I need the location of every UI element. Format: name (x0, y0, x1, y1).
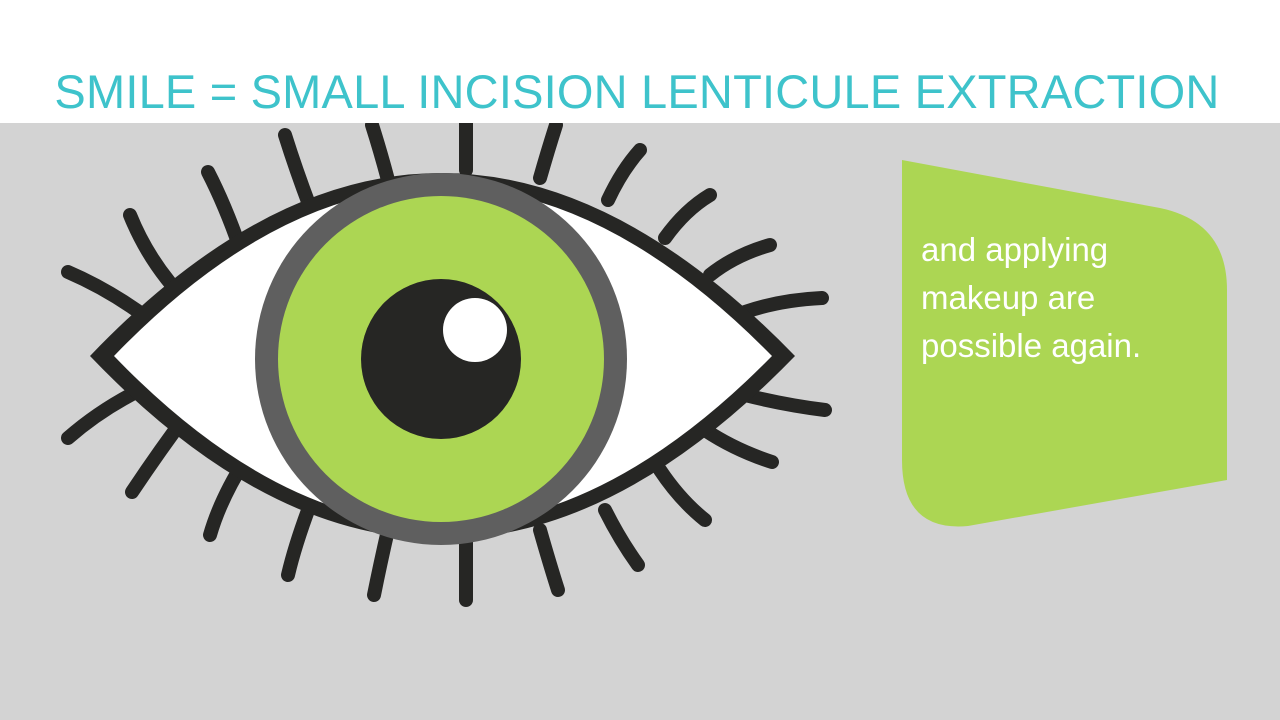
callout-line: possible again. (921, 327, 1142, 364)
eyelash (61, 383, 147, 445)
callout-text: and applying makeup are possible again. (921, 226, 1201, 370)
callout-panel (902, 160, 1227, 527)
eyelash (533, 123, 563, 185)
eyelash (658, 188, 717, 245)
callout-shape (902, 160, 1227, 527)
callout-line: and applying (921, 231, 1109, 268)
header-band (0, 0, 1280, 123)
eyelash (367, 523, 395, 602)
eyelash (738, 388, 832, 417)
eyelash (365, 123, 395, 187)
eyelash (278, 128, 317, 214)
callout-line: makeup are (921, 279, 1096, 316)
eyelash (598, 503, 645, 572)
eyelash (653, 463, 712, 527)
eyelash (601, 143, 647, 207)
eyelash (738, 291, 829, 319)
eyelash (703, 238, 777, 282)
eye-icon (61, 123, 832, 607)
eyelash (698, 423, 779, 469)
slide-title: SMILE = SMALL INCISION LENTICULE EXTRACT… (54, 65, 1220, 118)
eyelash (281, 498, 317, 582)
pupil (361, 279, 521, 439)
eyelash (533, 523, 565, 597)
pupil-highlight (443, 298, 507, 362)
